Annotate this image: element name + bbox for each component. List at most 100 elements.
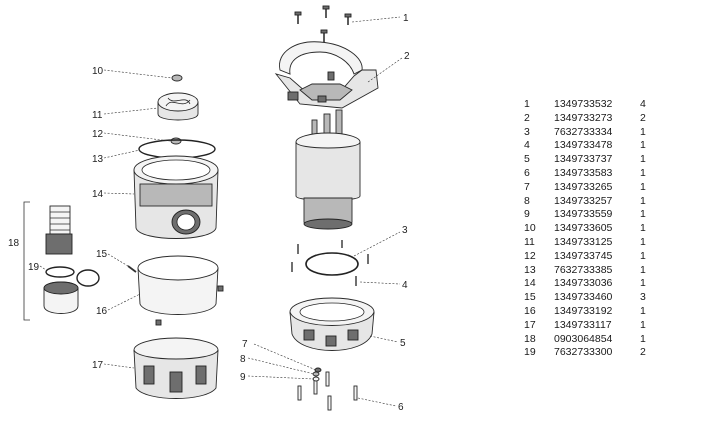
part-number: 0903064854 [554,332,613,345]
part-number: 1349733737 [554,153,613,166]
callout-16: 16 [96,306,108,317]
part-item-number: 8 [524,194,530,207]
parts-list-row: 7 1349733265 1 [524,181,660,195]
callout-6: 6 [398,402,404,413]
part-17-base [133,337,219,399]
part-18-group-bracket [23,201,30,321]
part-quantity: 1 [640,249,646,262]
part-number: 1349733605 [554,222,613,235]
part-number: 1349733117 [554,318,612,331]
part-15-screw [127,265,137,273]
motor-body [295,109,361,230]
parts-list-row: 5 1349733737 1 [524,153,660,167]
part-quantity: 1 [640,235,646,248]
part-quantity: 1 [640,180,646,193]
part-item-number: 14 [524,277,536,290]
part-number: 1349733192 [554,304,613,317]
callout-8: 8 [240,354,246,365]
callout-11: 11 [92,110,103,121]
part-item-number: 10 [524,222,536,235]
part-quantity: 1 [640,318,646,331]
part-item-number: 16 [524,304,536,317]
leader-lines [39,16,403,407]
parts-list-row: 4 1349733478 1 [524,139,660,153]
part-14-pump-housing [133,155,219,239]
part-quantity: 4 [640,98,646,110]
part-number: 1349733460 [554,291,613,304]
part-quantity: 1 [640,166,646,179]
part-11-impeller [157,92,199,121]
callout-9: 9 [240,372,246,383]
callout-4: 4 [402,280,408,291]
callout-1: 1 [403,13,409,24]
parts-list-row: 9 1349733559 1 [524,208,660,222]
callout-10: 10 [92,66,104,77]
part-number: 1349733478 [554,139,613,152]
callout-18: 18 [8,238,20,249]
part-item-number: 5 [524,153,530,166]
callout-15: 15 [96,249,108,260]
part-item-number: 19 [524,346,536,359]
part-6-pins [297,371,358,411]
part-quantity: 1 [640,125,646,138]
part-item-number: 1 [524,98,530,110]
part-item-number: 13 [524,263,536,276]
part-5-lower-ring [289,297,375,351]
part-item-number: 15 [524,291,536,304]
part-quantity: 1 [640,263,646,276]
parts-list-row: 19 7632733300 2 [524,346,660,360]
part-1-screws [294,5,352,42]
part-number: 7632733300 [554,346,613,359]
part-quantity: 1 [640,139,646,152]
parts-list-row: 11 1349733125 1 [524,236,660,250]
part-item-number: 11 [524,235,535,248]
part-number: 7632733385 [554,263,613,276]
part-number: 1349733265 [554,180,613,193]
part-3-o-ring [305,252,359,276]
part-4-screws [291,240,369,286]
part-7-8-9-small-parts [312,367,322,382]
part-item-number: 4 [524,139,530,152]
part-item-number: 7 [524,180,530,193]
part-number: 1349733559 [554,208,613,221]
part-10-nut [171,74,183,82]
part-item-number: 18 [524,332,536,345]
part-number: 1349733745 [554,249,613,262]
callout-5: 5 [400,338,406,349]
callout-3: 3 [402,225,408,236]
part-quantity: 1 [640,153,646,166]
part-quantity: 1 [640,222,646,235]
parts-list-row: 12 1349733745 1 [524,250,660,264]
part-12-washer [170,137,182,145]
part-2-handle-frame [274,41,379,109]
part-item-number: 12 [524,249,536,262]
part-item-number: 9 [524,208,530,221]
part-number: 1349733125 [554,235,613,248]
part-item-number: 2 [524,111,530,124]
parts-list-row: 13 7632733385 1 [524,264,660,278]
parts-list-row: 14 1349733036 1 [524,277,660,291]
part-number: 1349733036 [554,277,613,290]
callout-12: 12 [92,129,104,140]
part-item-number: 6 [524,166,530,179]
part-quantity: 1 [640,277,646,290]
part-16-sleeve [137,255,224,326]
part-number: 7632733334 [554,125,613,138]
callout-17: 17 [92,360,104,371]
part-19-o-rings [45,266,100,287]
part-quantity: 1 [640,208,646,221]
part-quantity: 2 [640,111,646,124]
callout-13: 13 [92,154,104,165]
part-quantity: 2 [640,346,646,359]
